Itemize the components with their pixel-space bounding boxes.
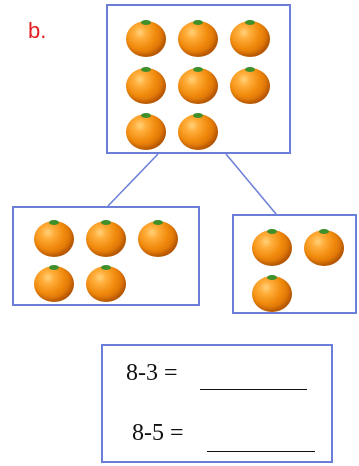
orange-icon [34,266,74,302]
left-group-box [12,206,200,306]
total-group-box [106,4,291,154]
orange-icon [178,114,218,150]
equation-1-label: 8-3 = [126,360,178,387]
orange-icon [178,68,218,104]
orange-icon [138,221,178,257]
orange-icon [252,276,292,312]
orange-icon [304,230,344,266]
orange-icon [126,21,166,57]
orange-icon [230,68,270,104]
orange-icon [178,21,218,57]
orange-icon [252,230,292,266]
orange-icon [126,114,166,150]
connector-line-right [226,154,276,214]
equation-2-label: 8-5 = [132,420,184,447]
orange-icon [86,266,126,302]
equation-1-answer-blank[interactable] [200,389,307,390]
connector-line-left [108,154,158,206]
equation-2-answer-blank[interactable] [207,451,315,452]
orange-icon [34,221,74,257]
orange-icon [86,221,126,257]
right-group-box [232,214,357,314]
orange-icon [230,21,270,57]
orange-icon [126,68,166,104]
